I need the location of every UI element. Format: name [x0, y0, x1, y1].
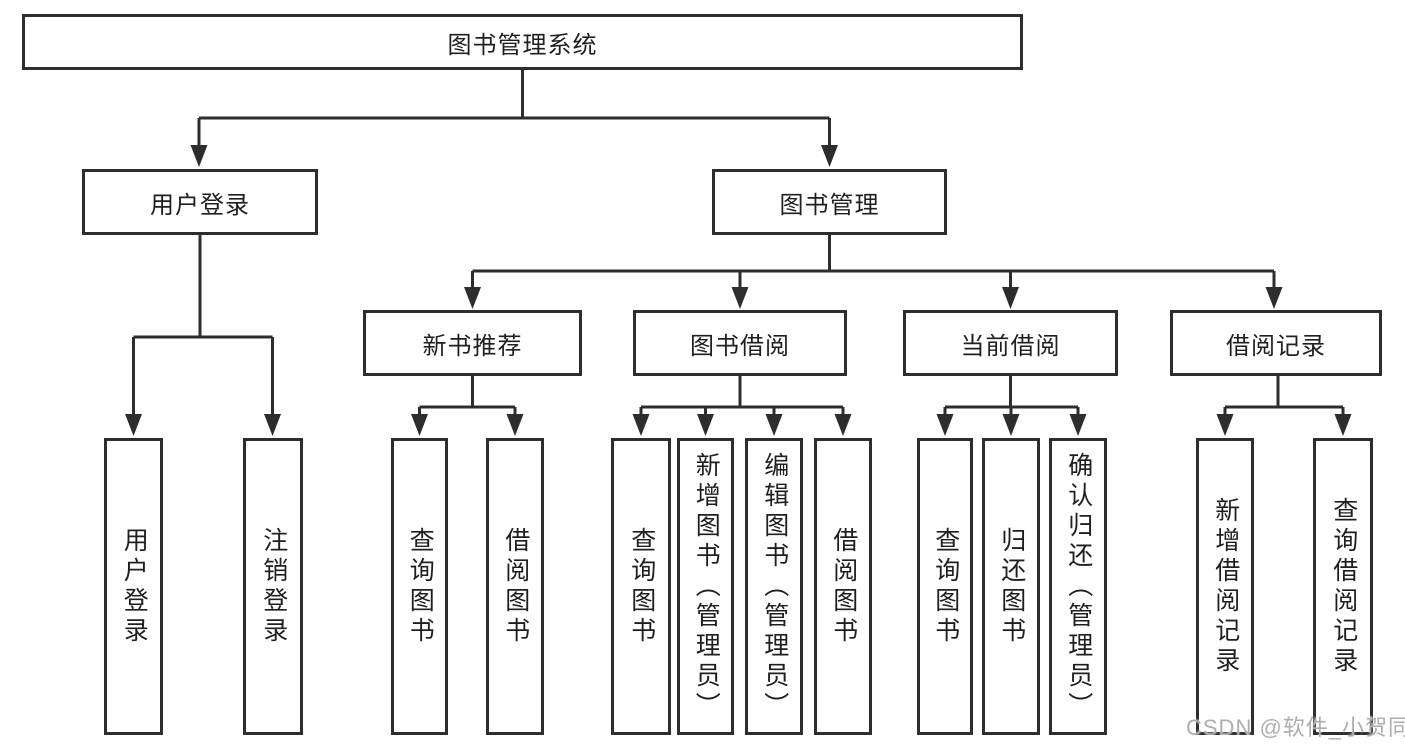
node-current-borrow-label: 当前借阅	[960, 332, 1061, 360]
leaf-confirm-return-admin: 确认归还（管理员）	[1049, 438, 1107, 735]
leaf-label: 查询图书	[627, 526, 656, 647]
node-borrow-records-label: 借阅记录	[1226, 332, 1326, 360]
leaf-add-borrow-record: 新增借阅记录	[1196, 438, 1254, 735]
node-root-label: 图书管理系统	[447, 31, 598, 59]
leaf-label: 借阅图书	[501, 526, 530, 647]
node-root-system: 图书管理系统	[22, 14, 1023, 70]
leaf-label: 用户登录	[120, 526, 149, 647]
node-borrow-records: 借阅记录	[1170, 310, 1382, 376]
leaf-logout: 注销登录	[243, 438, 303, 735]
leaf-label: 新增图书（管理员）	[692, 451, 721, 722]
watermark-csdn: CSDN @软件_小贺同学	[1186, 715, 1405, 740]
leaf-edit-book-admin: 编辑图书（管理员）	[745, 438, 803, 735]
node-book-borrow-label: 图书借阅	[690, 332, 790, 360]
leaf-add-book-admin: 新增图书（管理员）	[677, 438, 734, 735]
node-user-login-label: 用户登录	[150, 191, 250, 219]
node-current-borrow: 当前借阅	[903, 310, 1118, 376]
leaf-label: 新增借阅记录	[1211, 496, 1240, 677]
leaf-label: 查询图书	[931, 526, 960, 647]
leaf-borrow-books-recommend: 借阅图书	[486, 438, 544, 735]
leaf-query-borrow-record: 查询借阅记录	[1313, 438, 1373, 735]
node-user-login: 用户登录	[82, 169, 318, 235]
node-book-management: 图书管理	[712, 169, 947, 235]
leaf-query-books-recommend: 查询图书	[391, 438, 448, 735]
node-book-management-label: 图书管理	[779, 191, 880, 219]
node-new-book-recommend-label: 新书推荐	[422, 332, 523, 360]
node-new-book-recommend: 新书推荐	[363, 310, 582, 376]
leaf-user-login: 用户登录	[104, 438, 163, 735]
leaf-query-books-current: 查询图书	[917, 438, 973, 735]
leaf-return-book: 归还图书	[982, 438, 1040, 735]
leaf-query-books-borrow: 查询图书	[611, 438, 671, 735]
leaf-label: 查询借阅记录	[1329, 496, 1358, 677]
node-book-borrow: 图书借阅	[633, 310, 847, 376]
leaf-label: 编辑图书（管理员）	[760, 451, 789, 722]
leaf-borrow-books-2: 借阅图书	[814, 438, 872, 735]
leaf-label: 确认归还（管理员）	[1064, 451, 1093, 722]
leaf-label: 查询图书	[406, 526, 435, 647]
leaf-label: 注销登录	[259, 526, 288, 647]
leaf-label: 借阅图书	[829, 526, 858, 647]
leaf-label: 归还图书	[997, 526, 1026, 647]
arrowheads	[125, 145, 1352, 436]
